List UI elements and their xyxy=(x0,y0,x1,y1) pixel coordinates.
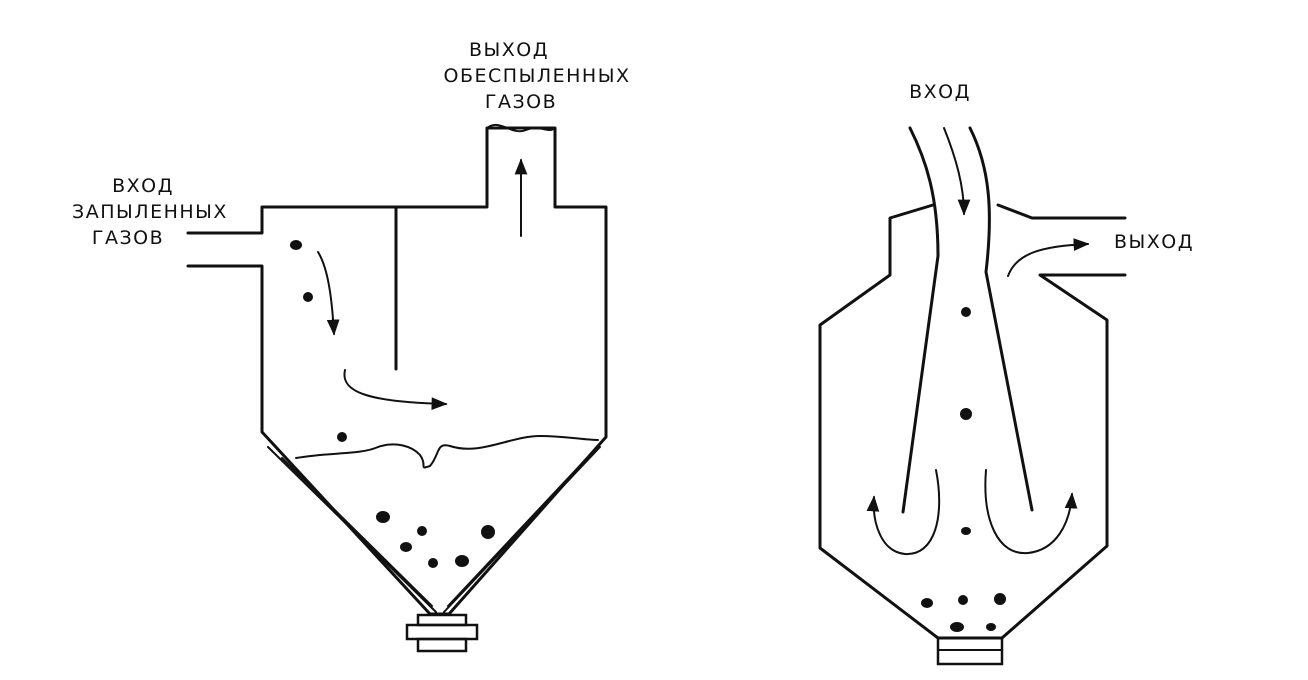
inlet-label-line-3: ГАЗОВ xyxy=(92,227,164,249)
chamber-body xyxy=(186,126,608,616)
inlet-label-line-2: ЗАПЫЛЕННЫХ xyxy=(72,201,228,223)
flow-arrow-recirc-right xyxy=(984,469,1078,555)
flow-arrow-recirc-left xyxy=(866,469,941,556)
outlet-label-line-2: ОБЕСПЫЛЕННЫХ xyxy=(444,65,631,87)
flow-arrow-turn xyxy=(343,369,448,411)
inner-cone-right-2 xyxy=(447,457,588,607)
collector-body xyxy=(818,203,1127,640)
inlet-label-line-1: ВХОД xyxy=(112,175,174,197)
dust-particles-left xyxy=(290,240,495,568)
outlet-label-line-3: ГАЗОВ xyxy=(485,91,557,113)
settling-chamber: ВЫХОД ОБЕСПЫЛЕННЫХ ГАЗОВ ВХОД ЗАПЫЛЕННЫХ… xyxy=(72,39,631,653)
inlet-label-right: ВХОД xyxy=(909,81,971,103)
flow-arrow-down xyxy=(317,251,340,336)
flow-arrow-in xyxy=(943,127,971,216)
outlet-label-line-1: ВЫХОД xyxy=(469,39,549,61)
inlet-duct-right xyxy=(968,126,1034,512)
inner-cone-right xyxy=(443,446,601,613)
outlet-label-right: ВЫХОД xyxy=(1114,231,1194,253)
inner-cone-left xyxy=(267,446,437,613)
dust-surface xyxy=(295,434,599,469)
inlet-duct-left xyxy=(901,126,940,514)
inertial-collector: ВХОД ВЫХОД xyxy=(818,81,1194,666)
dust-particles-right xyxy=(921,307,1006,632)
discharge-flange xyxy=(405,613,479,653)
flow-arrow-out xyxy=(1007,238,1090,277)
discharge-flange-right xyxy=(936,636,1004,666)
outlet-pipe-cut xyxy=(486,123,556,133)
inner-cone-left-2 xyxy=(281,457,433,607)
collector-top-right xyxy=(996,203,1127,220)
